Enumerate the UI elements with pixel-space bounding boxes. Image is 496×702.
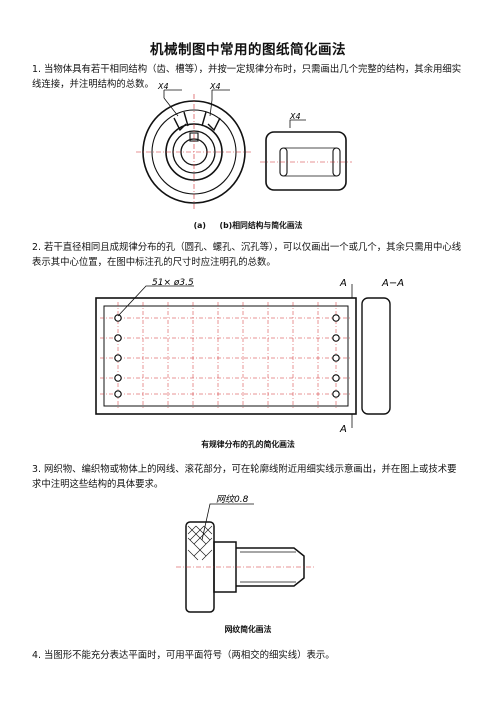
section-3-body: 网织物、编织物或物体上的网线、滚花部分，可在轮廓线附近用细实线示意画出，并在图上… bbox=[32, 464, 457, 490]
hole-note: 51× ø3.5 bbox=[152, 278, 194, 288]
knurl-leader bbox=[201, 503, 254, 541]
section-1-text: 1. 当物体具有若干相同结构（齿、槽等），并按一定规律分布时，只需画出几个完整的… bbox=[32, 62, 464, 92]
hole bbox=[114, 334, 122, 342]
hole bbox=[332, 390, 340, 398]
section-2-text: 2. 若干直径相同且成规律分布的孔（圆孔、螺孔、沉孔等），可以仅画出一个或几个，… bbox=[32, 240, 464, 270]
section-view-label: A−A bbox=[381, 278, 404, 289]
hole bbox=[114, 390, 122, 398]
figure-1-caption-a: (a) bbox=[193, 221, 206, 230]
plate-outer bbox=[95, 297, 357, 415]
knurl-pattern bbox=[187, 525, 213, 561]
left-label: X4 bbox=[157, 82, 169, 91]
hole bbox=[332, 314, 340, 322]
section-3-number: 3. bbox=[32, 464, 41, 475]
section-3-text: 3. 网织物、编织物或物体上的网线、滚花部分，可在轮廓线附近用细实线示意画出，并… bbox=[32, 462, 464, 492]
section-4-text: 4. 当图形不能充分表达平面时，可用平面符号（两相交的细实线）表示。 bbox=[32, 648, 464, 663]
section-view-outline bbox=[361, 297, 391, 415]
hole bbox=[114, 354, 122, 362]
knurl-note: 网纹0.8 bbox=[216, 494, 249, 505]
right-leader bbox=[209, 89, 230, 117]
figure-2-caption: 有规律分布的孔的简化画法 bbox=[201, 440, 295, 449]
figure-1-drawing: X4 X4 X4 bbox=[136, 82, 352, 210]
figure-1-caption-b: (b)相同结构与简化画法 bbox=[219, 221, 303, 230]
section-4-body: 当图形不能充分表达平面时，可用平面符号（两相交的细实线）表示。 bbox=[43, 650, 335, 661]
section-2-number: 2. bbox=[32, 242, 41, 253]
hole bbox=[114, 314, 122, 322]
right-label: X4 bbox=[209, 82, 221, 91]
hole bbox=[114, 374, 122, 382]
figure-2-drawing: 51× ø3.5 A A A−A bbox=[95, 278, 404, 435]
figure-1-caption: (a) (b)相同结构与简化画法 bbox=[0, 220, 496, 231]
page-title: 机械制图中常用的图纸简化画法 bbox=[150, 42, 346, 58]
section-mark-bottom: A bbox=[339, 424, 347, 435]
section-mark-top: A bbox=[339, 278, 347, 289]
hole-note-leader bbox=[117, 285, 194, 317]
gear-tooth bbox=[173, 111, 221, 132]
plate-outline bbox=[265, 131, 347, 191]
plate-inner bbox=[103, 305, 349, 407]
left-leader bbox=[163, 89, 182, 117]
hole bbox=[332, 334, 340, 342]
section-1-number: 1. bbox=[32, 64, 41, 75]
slot-leader bbox=[289, 119, 306, 128]
figure-3-caption: 网纹简化画法 bbox=[224, 625, 272, 634]
slot-label: X4 bbox=[289, 112, 301, 121]
figure-3-drawing: 网纹0.8 bbox=[176, 494, 316, 613]
hole bbox=[332, 354, 340, 362]
hole bbox=[332, 374, 340, 382]
section-4-number: 4. bbox=[32, 650, 41, 661]
section-1-body: 当物体具有若干相同结构（齿、槽等），并按一定规律分布时，只需画出几个完整的结构，… bbox=[32, 64, 462, 90]
section-2-body: 若干直径相同且成规律分布的孔（圆孔、螺孔、沉孔等），可以仅画出一个或几个，其余只… bbox=[32, 242, 462, 268]
